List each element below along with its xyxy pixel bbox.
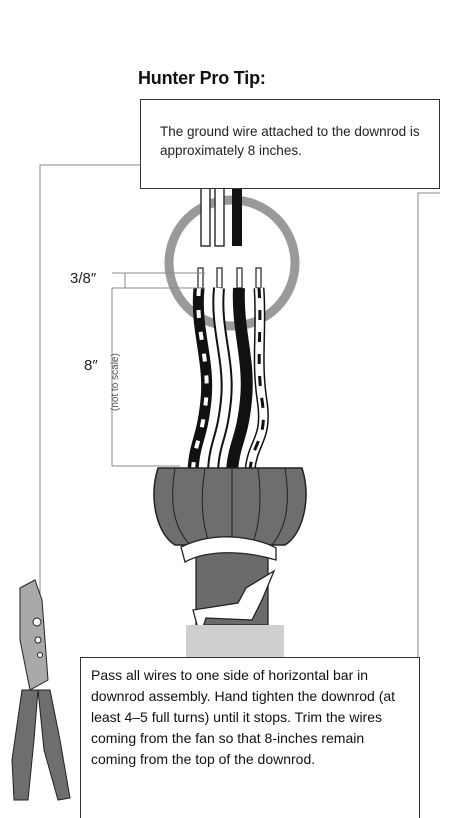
dimension-lines [111,272,205,467]
pro-tip-title: Hunter Pro Tip: [138,68,266,88]
instructions-text: Pass all wires to one side of horizontal… [91,667,396,767]
instructions-box [80,657,420,818]
downrod-canopy [153,467,307,661]
wire-stripper-tool [11,579,71,801]
strip-length-label: 3/8″ [70,270,97,287]
pro-tip-text: The ground wire attached to the downrod … [160,124,420,158]
pro-tip-box [140,99,440,189]
gauge-strip-label: & STRIP [260,249,287,294]
wire-length-label: 8″ [84,357,98,374]
scale-note: (not to scale) [110,353,121,411]
wire-stubs-top [200,187,242,247]
fan-wires [187,287,269,471]
stripped-wire-ends [197,267,262,289]
gauge-cut-label: CUT [178,237,197,263]
